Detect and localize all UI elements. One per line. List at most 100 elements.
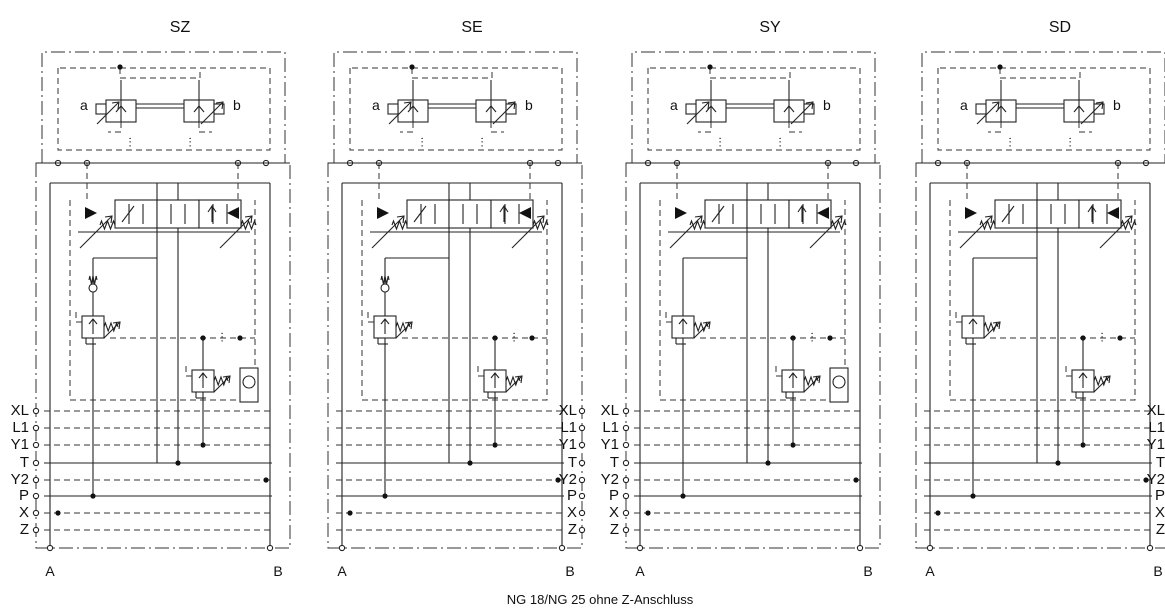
- port-label-x: X: [19, 504, 29, 521]
- junction-dot: [237, 335, 243, 341]
- spool-position-2: [746, 199, 790, 229]
- port-circle: [46, 544, 54, 552]
- port-circle: [266, 544, 274, 552]
- adjust-arrow: [686, 101, 710, 125]
- adjust-arrow-head: [111, 101, 120, 110]
- adjust-arrow-head: [992, 321, 1001, 330]
- junction-dot: [382, 493, 388, 499]
- orifice-symbol: ⫶: [188, 135, 191, 150]
- pilot-triangle-left: [965, 207, 977, 219]
- adjust-arrow: [511, 215, 545, 249]
- port-label-y1: Y1: [11, 436, 29, 453]
- pilot-box: [57, 67, 271, 151]
- port-label-x: X: [609, 504, 619, 521]
- port-label-z: Z: [1156, 521, 1165, 538]
- spring: [983, 321, 999, 333]
- port-circle: [622, 459, 630, 467]
- adjust-arrow-head: [805, 101, 814, 110]
- adjust-arrow-head: [222, 375, 231, 384]
- spool-position-1: [704, 199, 748, 229]
- junction-dot: [555, 477, 561, 483]
- outlet-label-a: A: [635, 563, 645, 579]
- adjust-arrow: [693, 321, 711, 339]
- port-circle: [578, 492, 586, 500]
- orifice-symbol: ⫶: [810, 330, 813, 345]
- adjust-arrow-head: [104, 215, 113, 224]
- adjust-arrow: [388, 101, 412, 125]
- port-label-y2: Y2: [11, 471, 29, 488]
- port-circle: [578, 441, 586, 449]
- junction-dot: [970, 493, 976, 499]
- port-label-t: T: [20, 454, 29, 471]
- port-label-xl: XL: [601, 402, 619, 419]
- spring: [213, 375, 229, 387]
- adjust-arrow-head: [984, 215, 993, 224]
- orifice-symbol: ⫶: [1068, 135, 1071, 150]
- spring: [395, 321, 411, 333]
- pilot-triangle-left: [85, 207, 97, 219]
- junction-dot: [90, 493, 96, 499]
- adjust-arrow: [96, 101, 120, 125]
- pilot-triangle-left: [675, 207, 687, 219]
- pilot-triangle-right: [227, 207, 239, 219]
- accumulator-bladder: [242, 375, 256, 389]
- outlet-label-b: B: [565, 563, 574, 579]
- adjust-arrow: [200, 101, 224, 125]
- outlet-label-a: A: [925, 563, 935, 579]
- junction-dot: [409, 64, 415, 70]
- orifice-symbol: ⫶: [778, 135, 781, 150]
- spool-position-1: [114, 199, 158, 229]
- adjust-arrow: [492, 101, 516, 125]
- port-label-t: T: [568, 454, 577, 471]
- pilot-triangle-right: [1107, 207, 1119, 219]
- spring: [88, 275, 98, 285]
- orifice-symbol: ⫶: [480, 135, 483, 150]
- port-label-l1: L1: [12, 419, 29, 436]
- adjust-arrow-head: [215, 101, 224, 110]
- junction-dot: [707, 64, 713, 70]
- figure-caption: NG 18/NG 25 ohne Z-Anschluss: [507, 592, 694, 607]
- adjust-arrow-head: [1102, 375, 1111, 384]
- adjust-arrow-head: [396, 215, 405, 224]
- outlet-label-b: B: [863, 563, 872, 579]
- port-label-p: P: [19, 487, 29, 504]
- pilot-solenoid-b: [1093, 103, 1105, 115]
- spring: [803, 375, 819, 387]
- pilot-box: [937, 67, 1151, 151]
- port-circle: [32, 509, 40, 517]
- junction-dot: [55, 510, 61, 516]
- adjust-arrow-head: [991, 101, 1000, 110]
- pilot-solenoid-b: [213, 103, 225, 115]
- port-label-l1: L1: [560, 419, 577, 436]
- junction-dot: [935, 510, 941, 516]
- pilot-label-b: b: [1113, 97, 1121, 113]
- schematic-title: SD: [1049, 19, 1071, 36]
- junction-dot: [1080, 442, 1086, 448]
- pilot-housing: [41, 51, 286, 163]
- outlet-label-a: A: [45, 563, 55, 579]
- pilot-solenoid-a: [95, 103, 107, 115]
- port-circle: [622, 441, 630, 449]
- port-label-t: T: [610, 454, 619, 471]
- port-circle: [32, 476, 40, 484]
- adjust-arrow-head: [812, 375, 821, 384]
- port-circle: [32, 459, 40, 467]
- port-circle: [32, 441, 40, 449]
- adjust-arrow: [1099, 215, 1133, 249]
- port-circle: [926, 544, 934, 552]
- port-label-y1: Y1: [559, 436, 577, 453]
- port-label-y2: Y2: [559, 471, 577, 488]
- port-circle: [578, 526, 586, 534]
- check-valve-ball: [380, 283, 390, 293]
- adjust-arrow: [213, 375, 231, 393]
- adjust-arrow-head: [1124, 215, 1133, 224]
- spool-position-1: [406, 199, 450, 229]
- adjust-arrow-head: [834, 215, 843, 224]
- adjust-arrow: [103, 321, 121, 339]
- adjust-arrow: [803, 375, 821, 393]
- adjust-arrow-head: [536, 215, 545, 224]
